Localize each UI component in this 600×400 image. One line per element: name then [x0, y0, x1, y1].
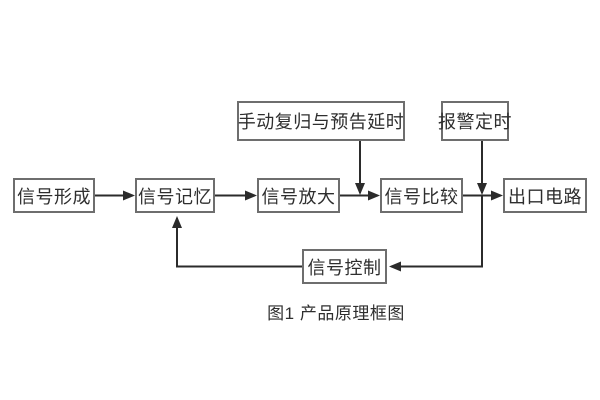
node-signal-memory-label: 信号记忆: [138, 186, 212, 207]
node-output-circuit: 出口电路: [503, 178, 587, 213]
node-signal-comparison: 信号比较: [380, 178, 463, 213]
node-manual-reset-delay: 手动复归与预告延时: [237, 101, 405, 141]
node-signal-amplification: 信号放大: [257, 178, 340, 213]
node-alarm-timing-label: 报警定时: [438, 112, 512, 132]
node-signal-control-label: 信号控制: [307, 257, 382, 278]
node-output-circuit-label: 出口电路: [508, 186, 582, 207]
node-manual-reset-delay-label: 手动复归与预告延时: [237, 112, 405, 132]
node-signal-amplification-label: 信号放大: [261, 186, 336, 207]
node-signal-formation: 信号形成: [13, 178, 95, 213]
node-signal-formation-label: 信号形成: [17, 186, 91, 207]
node-signal-control: 信号控制: [302, 249, 387, 284]
node-signal-comparison-label: 信号比较: [384, 186, 459, 207]
node-alarm-timing: 报警定时: [438, 101, 512, 141]
connector-junction-down-left-to-control: [389, 196, 483, 272]
figure-caption: 图1 产品原理框图: [267, 304, 405, 323]
connector-control-left-up-to-memory: [172, 216, 302, 268]
node-signal-memory: 信号记忆: [135, 178, 215, 213]
